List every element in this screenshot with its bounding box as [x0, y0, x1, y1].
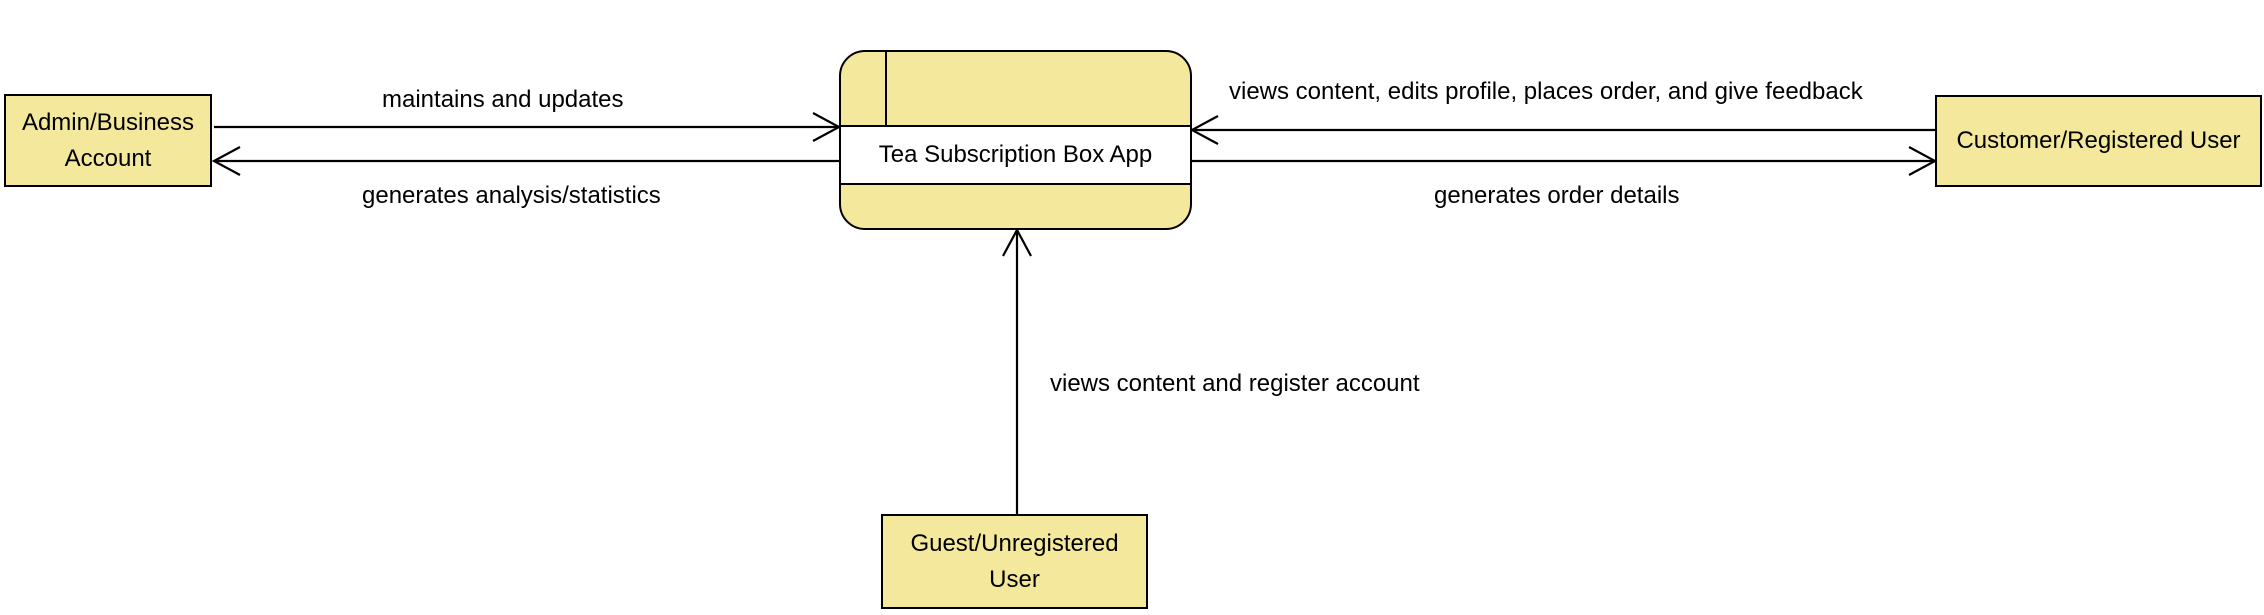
flow-arrow-guest-to-app: [1002, 227, 1032, 514]
entity-customer-registered-user: Customer/Registered User: [1935, 95, 2262, 187]
flow-label-app-to-customer: generates order details: [1434, 182, 1680, 209]
entity-label: Customer/Registered User: [1956, 127, 2241, 154]
entity-label-line: Admin/Business: [21, 108, 195, 136]
flow-arrow-customer-to-app: [1189, 115, 1935, 145]
flow-arrow-admin-to-app: [214, 112, 842, 142]
process-tea-subscription-box-app: Tea Subscription Box App: [839, 50, 1192, 230]
flow-label-guest-to-app: views content and register account: [1050, 370, 1420, 397]
flow-label-customer-to-app: views content, edits profile, places ord…: [1229, 78, 1863, 105]
entity-guest-unregistered-user: Guest/Unregistered User: [881, 514, 1148, 609]
flow-arrow-app-to-admin: [211, 146, 839, 176]
entity-label-line: User: [989, 565, 1040, 593]
flow-label-admin-to-app: maintains and updates: [382, 86, 624, 113]
entity-label-line: Account: [64, 144, 152, 172]
process-name: Tea Subscription Box App: [841, 125, 1190, 185]
flow-arrow-app-to-customer: [1192, 146, 1938, 176]
entity-admin-business-account: Admin/Business Account: [4, 94, 212, 187]
flow-label-app-to-admin: generates analysis/statistics: [362, 182, 661, 209]
entity-label-line: Guest/Unregistered: [910, 529, 1119, 557]
process-id-divider: [885, 52, 887, 125]
